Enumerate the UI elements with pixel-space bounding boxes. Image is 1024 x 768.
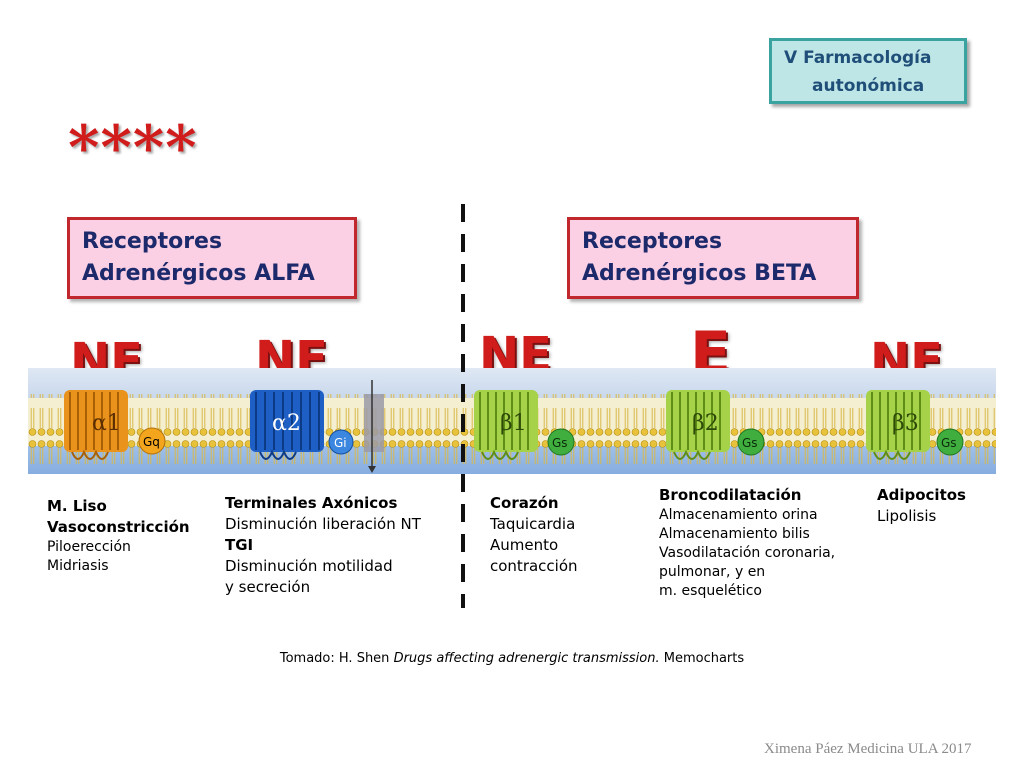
beta1-effect-4: contracción — [490, 557, 578, 575]
gs-label-beta2: Gs — [742, 436, 758, 450]
alfa-receptors-box: Receptores Adrenérgicos ALFA — [67, 217, 357, 299]
alpha2-effect-4: Disminución motilidad — [225, 557, 393, 575]
alpha1-receptor — [64, 390, 166, 460]
alpha1-effect-4: Midriasis — [47, 558, 109, 574]
beta1-receptor — [474, 390, 575, 460]
gs-label-beta3: Gs — [941, 436, 957, 450]
beta2-effect-4: Vasodilatación coronaria, — [659, 545, 836, 561]
gs-label-beta1: Gs — [552, 436, 568, 450]
alpha1-effects: M. Liso Vasoconstricción Piloerección Mi… — [47, 496, 190, 576]
beta2-effect-6: m. esquelético — [659, 583, 762, 599]
alpha2-effect-5: y secreción — [225, 578, 311, 596]
alpha2-effect-2: Disminución liberación NT — [225, 515, 421, 533]
beta2-effects: Broncodilatación Almacenamiento orina Al… — [659, 485, 835, 601]
beta2-label: β2 — [692, 411, 719, 436]
importance-stars: **** — [68, 113, 198, 183]
beta2-effect-2: Almacenamiento orina — [659, 507, 818, 523]
ion-channel — [364, 394, 384, 452]
alpha2-effects: Terminales Axónicos Disminución liberaci… — [225, 493, 421, 598]
beta3-effect-1: Adipocitos — [877, 486, 966, 504]
alpha2-label: α2 — [272, 411, 301, 436]
alpha1-effect-2: Vasoconstricción — [47, 518, 190, 536]
alpha1-effect-1: M. Liso — [47, 497, 107, 515]
beta3-effects: Adipocitos Lipolisis — [877, 485, 966, 527]
alfa-box-line1: Receptores — [82, 229, 223, 254]
alpha2-effect-3: TGI — [225, 536, 254, 554]
alpha2-receptor — [250, 380, 384, 473]
cell-membrane-diagram: α1 Gq α2 Gi β1 Gs β2 Gs β3 Gs — [28, 368, 996, 474]
source-suffix: Memocharts — [659, 651, 745, 666]
beta-box-line1: Receptores — [582, 229, 723, 254]
source-citation: Tomado: H. Shen Drugs affecting adrenerg… — [0, 651, 1024, 666]
beta1-effect-1: Corazón — [490, 494, 559, 512]
author-footer: Ximena Páez Medicina ULA 2017 — [764, 741, 972, 757]
beta-box-line2: Adrenérgicos BETA — [582, 261, 817, 286]
beta3-effect-2: Lipolisis — [877, 507, 937, 525]
course-title-line2: autonómica — [812, 76, 925, 96]
beta1-effects: Corazón Taquicardia Aumento contracción — [490, 493, 578, 577]
beta2-effect-3: Almacenamiento bilis — [659, 526, 810, 542]
alpha-beta-divider — [461, 204, 465, 608]
beta3-receptor — [866, 390, 964, 460]
alpha1-label: α1 — [92, 411, 121, 436]
beta2-receptor — [666, 390, 765, 460]
alpha1-effect-3: Piloerección — [47, 539, 131, 555]
beta2-effect-1: Broncodilatación — [659, 486, 802, 504]
beta-receptors-box: Receptores Adrenérgicos BETA — [567, 217, 859, 299]
beta3-label: β3 — [892, 411, 919, 436]
source-title: Drugs affecting adrenergic transmission. — [393, 651, 660, 666]
source-prefix: Tomado: H. Shen — [279, 651, 394, 666]
gq-label: Gq — [143, 435, 160, 449]
alfa-box-line2: Adrenérgicos ALFA — [82, 261, 315, 286]
beta1-effect-3: Aumento — [490, 536, 559, 554]
alpha2-effect-1: Terminales Axónicos — [225, 494, 398, 512]
course-title-line1: V Farmacología — [784, 48, 932, 68]
beta1-label: β1 — [500, 411, 527, 436]
beta2-effect-5: pulmonar, y en — [659, 564, 766, 580]
beta1-effect-2: Taquicardia — [490, 515, 576, 533]
gi-label: Gi — [334, 436, 347, 450]
course-title-box: V Farmacología autonómica — [769, 38, 967, 104]
